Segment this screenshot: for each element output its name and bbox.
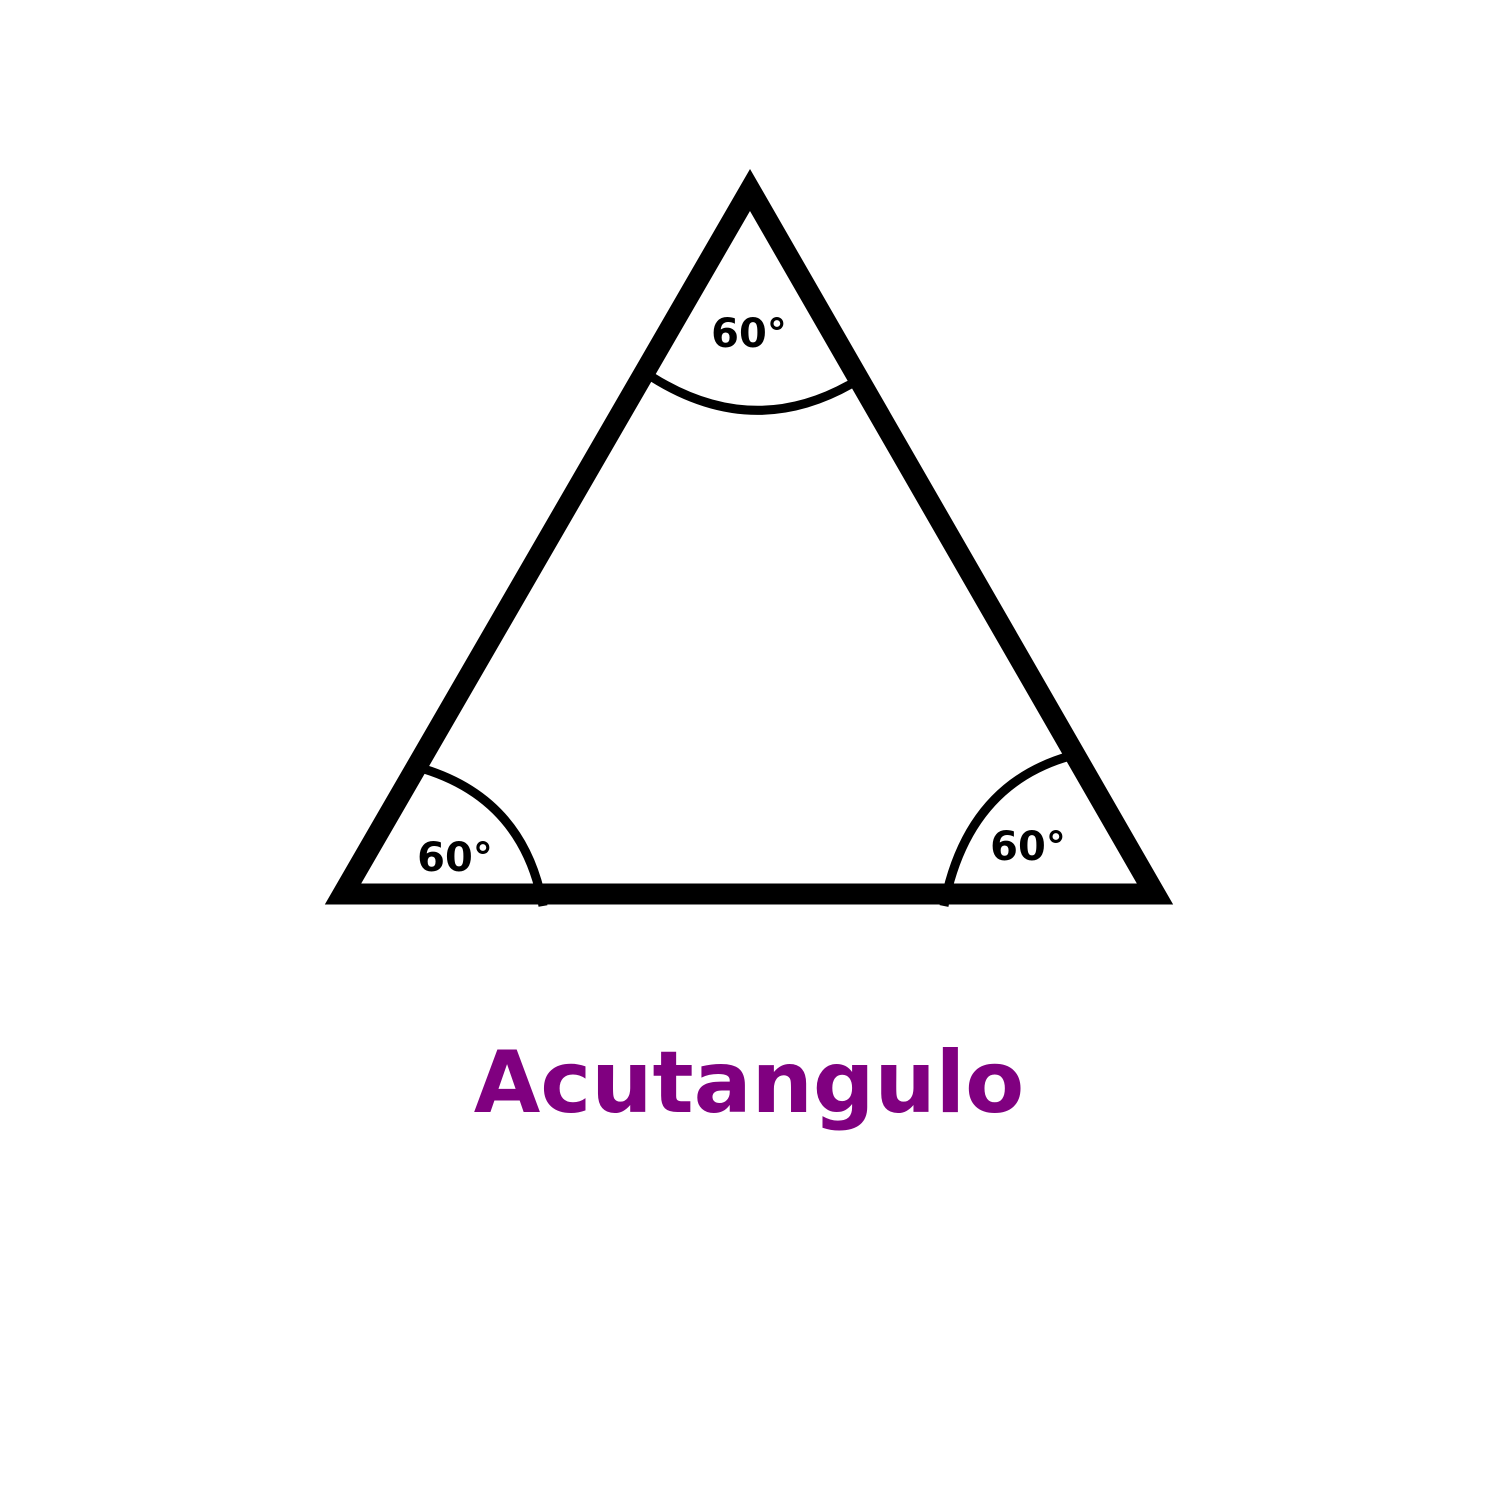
top-angle-label: 60° <box>711 311 787 357</box>
top-angle-arc <box>649 373 854 415</box>
bottom-left-angle-arc <box>422 764 548 907</box>
bottom-left-angle-label: 60° <box>417 835 493 881</box>
triangle-type-caption: Acutangulo <box>474 1033 1024 1133</box>
bottom-right-angle-label: 60° <box>990 824 1066 870</box>
triangle-outline <box>324 168 1174 905</box>
bottom-right-angle-arc <box>939 751 1072 907</box>
